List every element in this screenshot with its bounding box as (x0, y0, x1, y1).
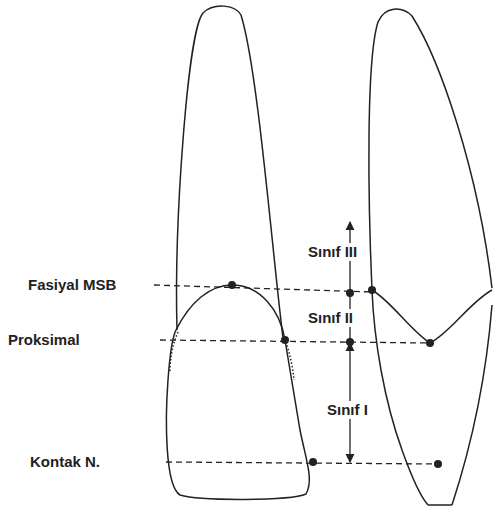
level-label: Proksimal (8, 331, 80, 349)
level-label: Fasiyal MSB (28, 276, 116, 294)
neighbor-tooth-outline (428, 504, 452, 506)
point-dot (228, 281, 236, 289)
neighbor-tooth-outline (372, 290, 428, 505)
class-label: Sınıf II (306, 309, 355, 327)
point-dot (434, 460, 442, 468)
margin-dotted (170, 332, 178, 372)
class-label: Sınıf I (325, 401, 370, 419)
point-dot (426, 339, 434, 347)
point-dot (346, 338, 354, 346)
point-dot (309, 458, 317, 466)
margin-dotted (286, 342, 294, 380)
crown-outline (166, 285, 309, 499)
neighbor-tooth-outline (452, 305, 492, 505)
point-dot (368, 286, 376, 294)
class-label: Sınıf III (306, 243, 359, 261)
point-dot (346, 289, 354, 297)
neighbor-gum-line (372, 290, 492, 343)
neighbor-tooth-outline (369, 9, 492, 290)
level-line (166, 462, 438, 464)
point-dot (281, 336, 289, 344)
level-line (160, 340, 430, 343)
level-label: Kontak N. (30, 453, 100, 471)
level-line (154, 285, 372, 292)
